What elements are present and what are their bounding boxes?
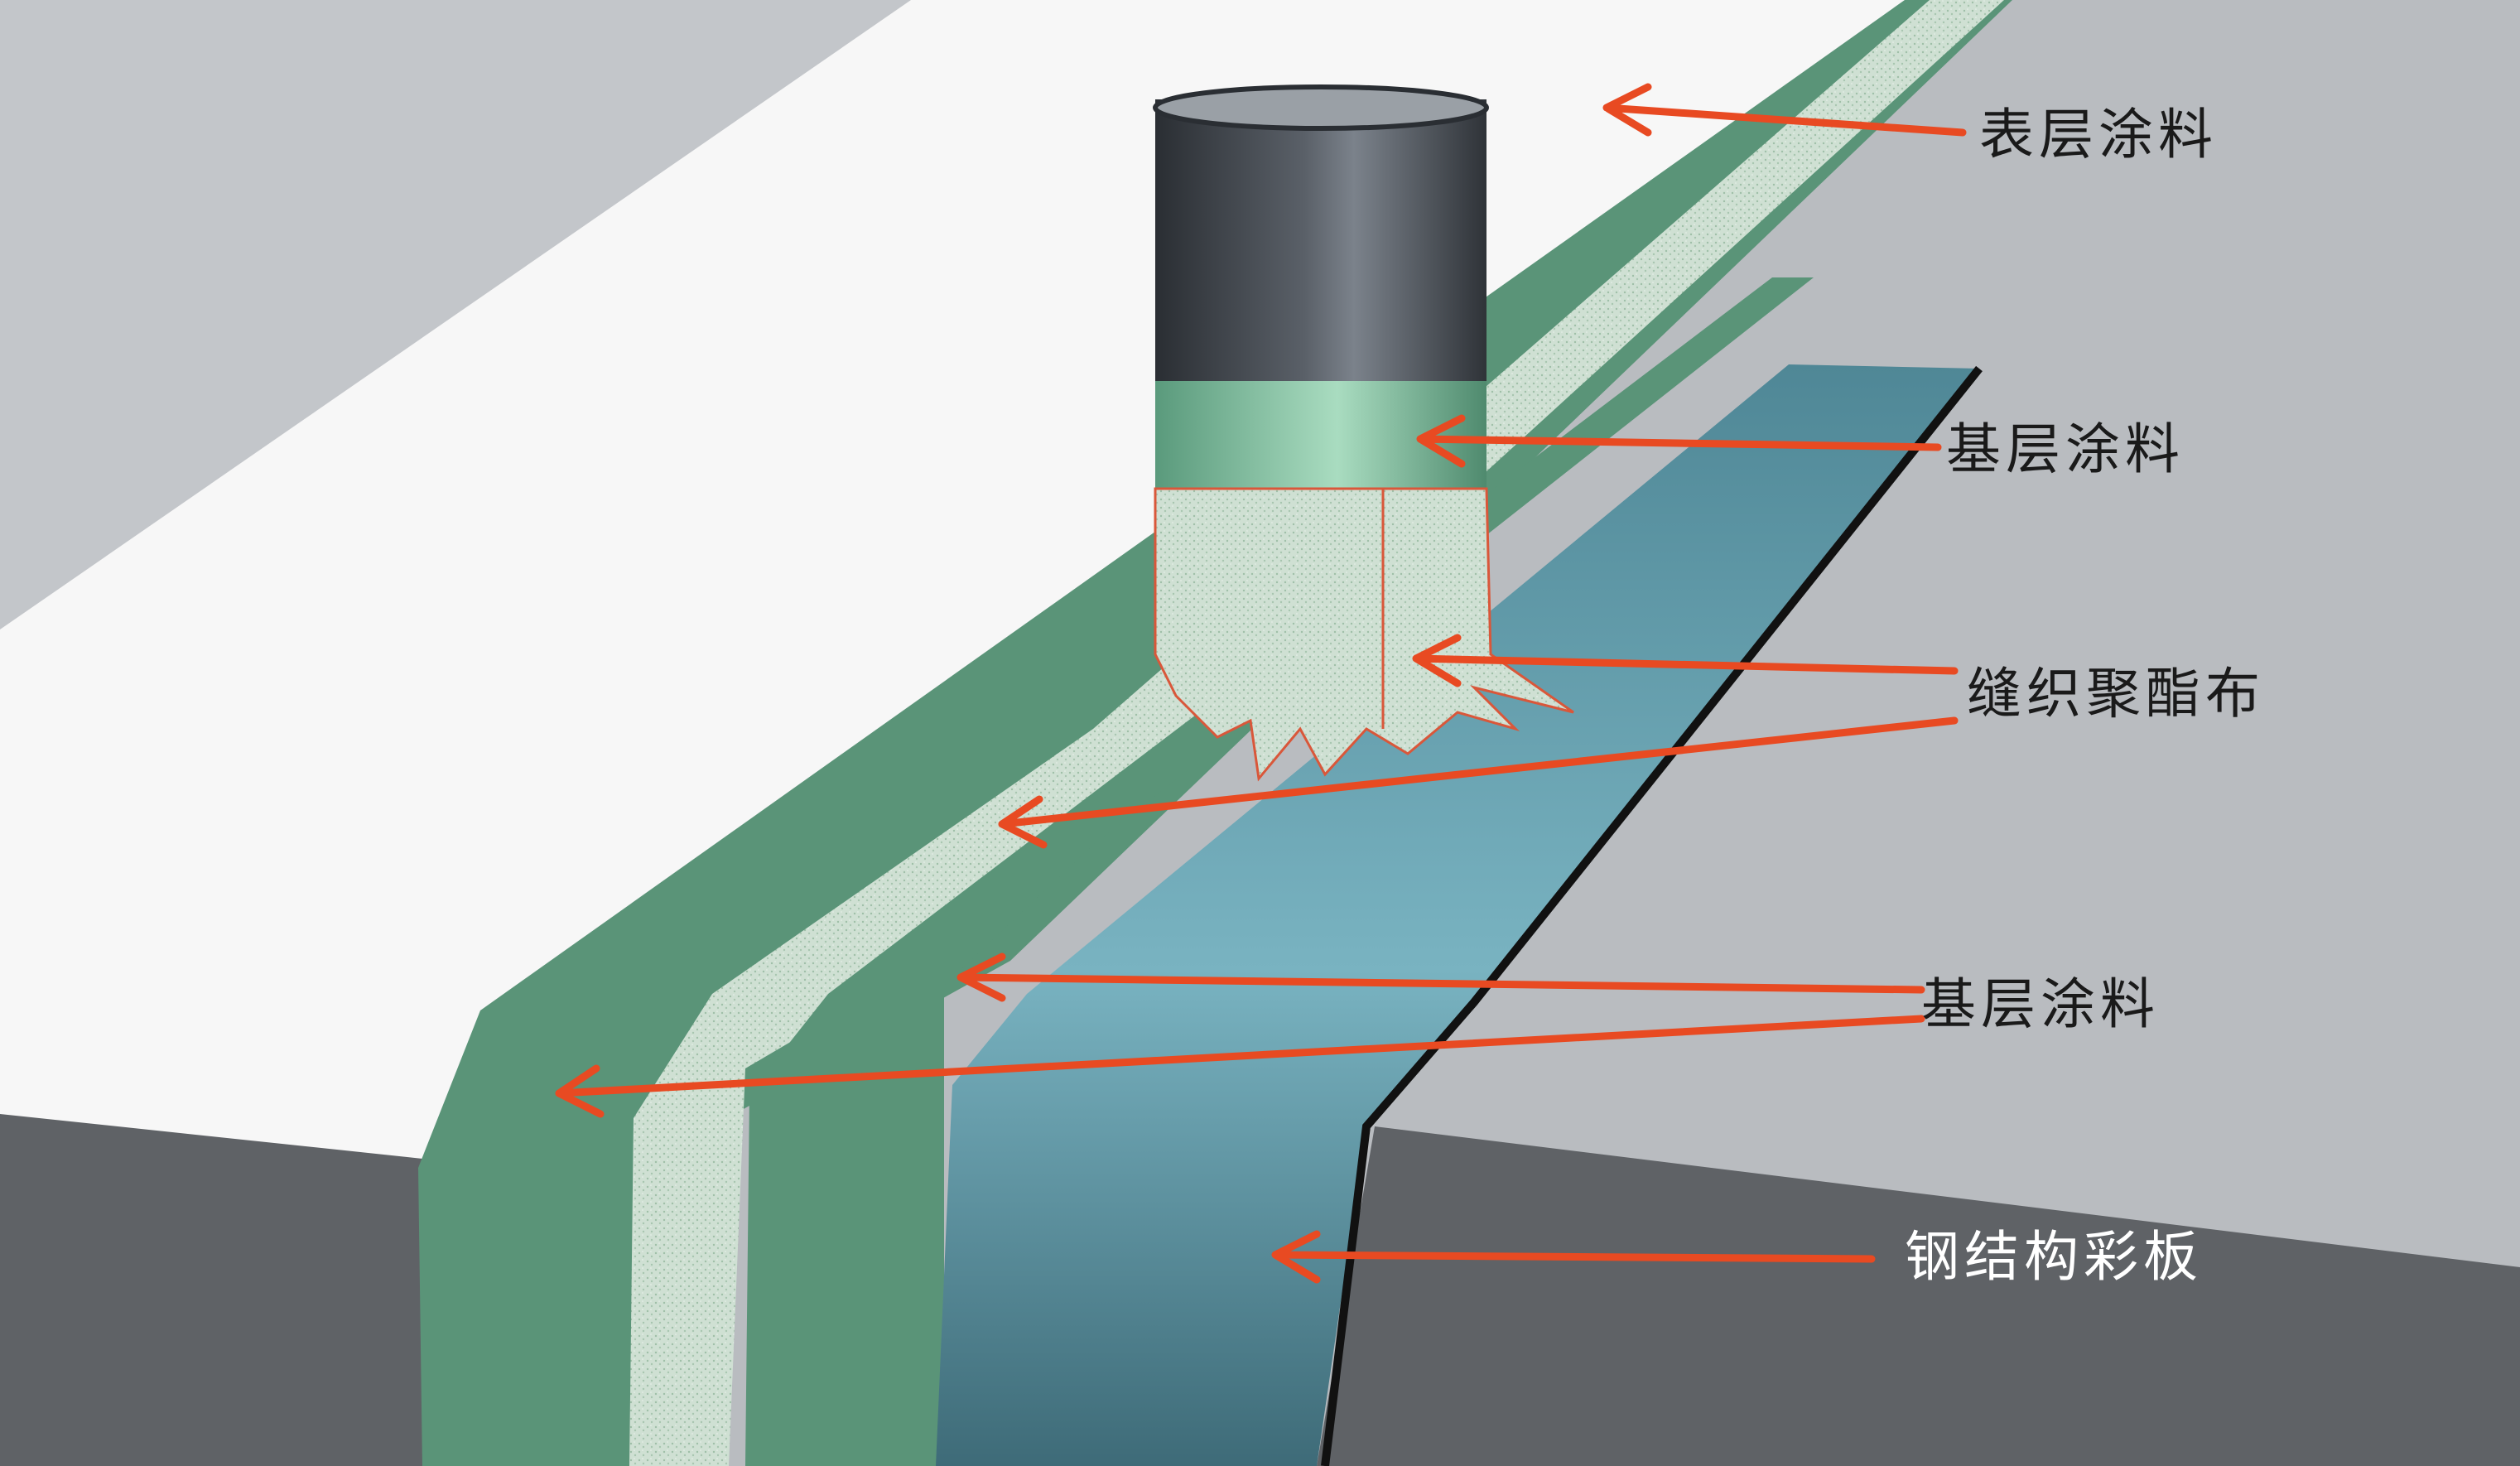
label-base-coating-upper: 基层涂料	[1946, 417, 2185, 481]
steel-color-panel	[936, 364, 1979, 1466]
left-wall-face	[0, 1114, 431, 1466]
label-base-coating-lower: 基层涂料	[1921, 972, 2160, 1036]
arrow-base-coating-upper	[1416, 414, 1942, 468]
label-polyester-fabric: 缝织聚酯布	[1967, 662, 2265, 726]
arrow-fabric-strip	[998, 716, 1959, 849]
arrow-steel-panel	[1271, 1230, 1876, 1284]
pipe-fabric-collar	[1154, 487, 1574, 782]
right-wall-face	[1317, 1126, 2520, 1466]
label-steel-panel: 钢结构彩板	[1905, 1225, 2203, 1289]
arrow-top-coating	[1602, 83, 1967, 137]
pipe-top	[1153, 84, 1489, 131]
steel-panel-edge	[1321, 365, 1983, 1466]
arrow-base-coating-inner	[956, 952, 1925, 1002]
label-top-coating: 表层涂料	[1979, 103, 2218, 166]
arrow-base-coating-outer	[555, 1015, 1925, 1118]
arrow-fabric-collar	[1412, 634, 1959, 687]
roof-white-surface	[0, 0, 1988, 1160]
pipe-body	[1155, 99, 1486, 398]
inner-green-coating	[745, 277, 1814, 1466]
